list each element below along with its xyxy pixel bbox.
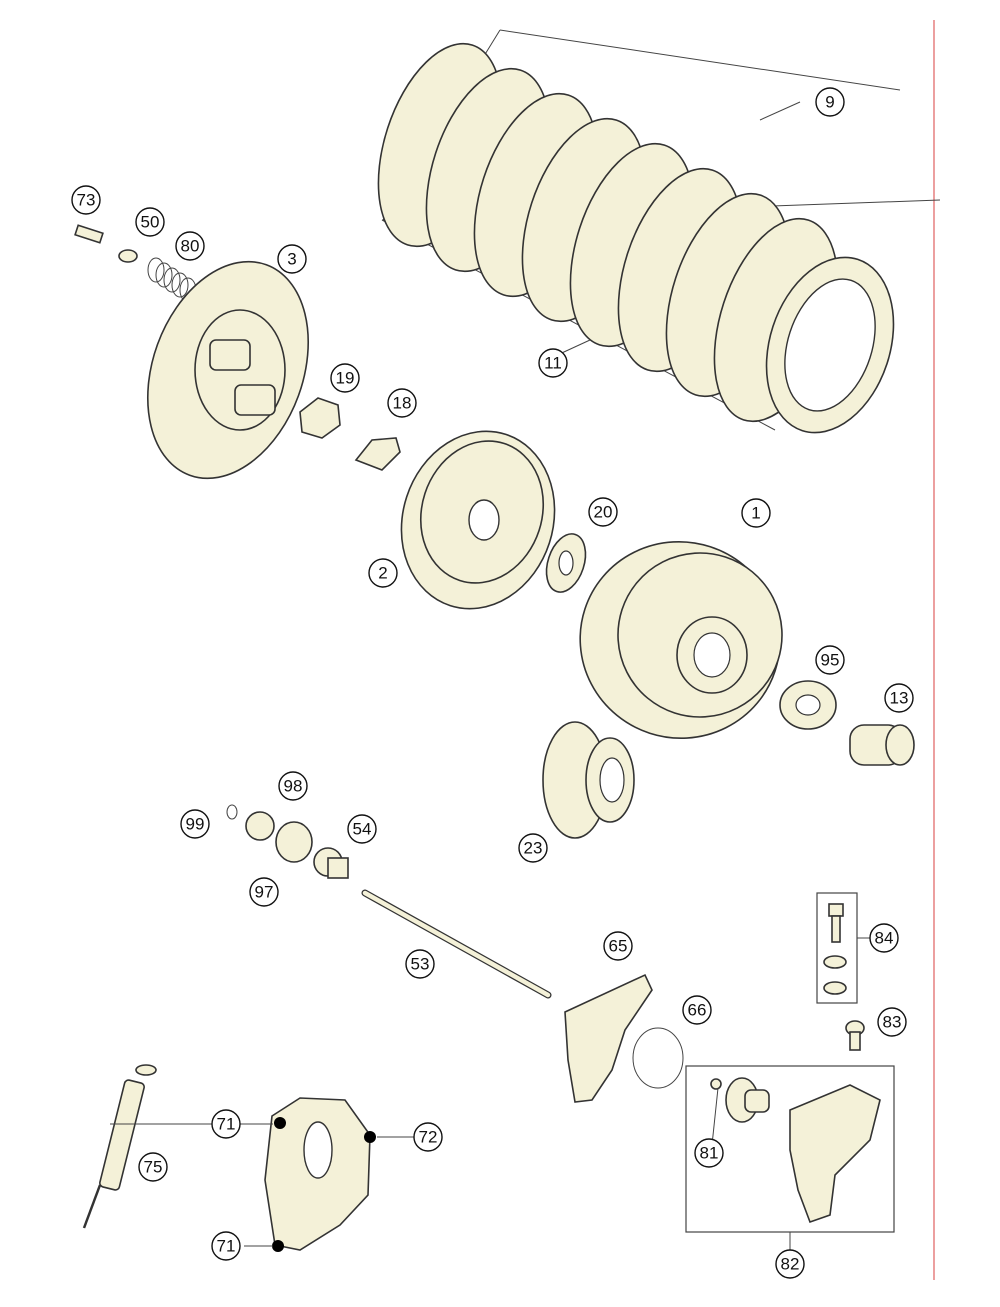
nut <box>299 397 341 439</box>
outer-clutch-basket <box>579 541 783 739</box>
svg-text:65: 65 <box>609 937 628 956</box>
svg-text:20: 20 <box>594 503 613 522</box>
callout: 71 <box>211 1231 241 1261</box>
o-ring <box>632 1027 684 1089</box>
svg-text:80: 80 <box>181 237 200 256</box>
svg-text:72: 72 <box>419 1128 438 1147</box>
circlip <box>226 804 238 820</box>
pressure-plate <box>146 260 310 480</box>
leader-lines <box>110 101 870 1250</box>
primary-gear <box>542 721 635 839</box>
callout: 98 <box>278 771 308 801</box>
svg-text:71: 71 <box>217 1237 236 1256</box>
callout: 99 <box>180 809 210 839</box>
banjo-bolt <box>845 1020 865 1051</box>
clutch-disc-stack <box>377 29 941 434</box>
svg-text:19: 19 <box>336 369 355 388</box>
inner-clutch-hub <box>400 430 556 610</box>
callout: 82 <box>775 1249 805 1279</box>
svg-text:81: 81 <box>700 1144 719 1163</box>
svg-text:83: 83 <box>883 1013 902 1032</box>
callout: 72 <box>413 1122 443 1152</box>
callout: 81 <box>694 1138 724 1168</box>
callout: 97 <box>249 877 279 907</box>
bolt-washer-spring <box>74 224 197 303</box>
callout: 13 <box>884 683 914 713</box>
lock-washer <box>354 437 401 471</box>
washer-98 <box>245 811 275 841</box>
callout: 84 <box>869 923 899 953</box>
callout: 95 <box>815 645 845 675</box>
svg-text:71: 71 <box>217 1115 236 1134</box>
callout: 11 <box>538 348 568 378</box>
svg-text:1: 1 <box>751 504 760 523</box>
bushing <box>849 724 915 766</box>
svg-text:54: 54 <box>353 820 372 839</box>
svg-text:66: 66 <box>688 1001 707 1020</box>
pressure-piece <box>313 847 349 879</box>
needle-bearing <box>779 680 837 730</box>
thrust-washer <box>545 533 587 593</box>
callout: 66 <box>682 995 712 1025</box>
push-rod <box>361 889 552 999</box>
slave-cylinder-kit <box>685 1065 895 1233</box>
callout: 3 <box>277 244 307 274</box>
svg-text:97: 97 <box>255 883 274 902</box>
callout: 75 <box>138 1152 168 1182</box>
callout: 53 <box>405 949 435 979</box>
svg-text:98: 98 <box>284 777 303 796</box>
svg-text:11: 11 <box>544 354 562 373</box>
svg-text:23: 23 <box>524 839 543 858</box>
svg-text:53: 53 <box>411 955 430 974</box>
callout: 2 <box>368 558 398 588</box>
callout: 18 <box>387 388 417 418</box>
grease-syringe <box>82 1064 157 1229</box>
callout: 54 <box>347 814 377 844</box>
svg-text:99: 99 <box>186 815 205 834</box>
callout: 9 <box>815 87 845 117</box>
gasket <box>564 973 653 1103</box>
callout: 19 <box>330 363 360 393</box>
svg-text:84: 84 <box>875 929 894 948</box>
callout: 83 <box>877 1007 907 1037</box>
callout: 73 <box>71 185 101 215</box>
thrust-bearing <box>275 821 313 863</box>
svg-text:9: 9 <box>825 93 834 112</box>
callout: 80 <box>175 231 205 261</box>
callout: 65 <box>603 931 633 961</box>
svg-text:18: 18 <box>393 394 412 413</box>
callout: 50 <box>135 207 165 237</box>
callout: 71 <box>211 1109 241 1139</box>
callout: 20 <box>588 497 618 527</box>
svg-text:13: 13 <box>890 689 909 708</box>
svg-text:75: 75 <box>144 1158 163 1177</box>
svg-text:3: 3 <box>287 250 296 269</box>
svg-text:2: 2 <box>378 564 387 583</box>
svg-text:73: 73 <box>77 191 96 210</box>
callout: 1 <box>741 498 771 528</box>
svg-text:95: 95 <box>821 651 840 670</box>
bleed-screw-kit <box>816 892 858 1004</box>
slave-cylinder-cover <box>264 1097 376 1252</box>
callout: 23 <box>518 833 548 863</box>
svg-text:82: 82 <box>781 1255 800 1274</box>
svg-text:50: 50 <box>141 213 160 232</box>
